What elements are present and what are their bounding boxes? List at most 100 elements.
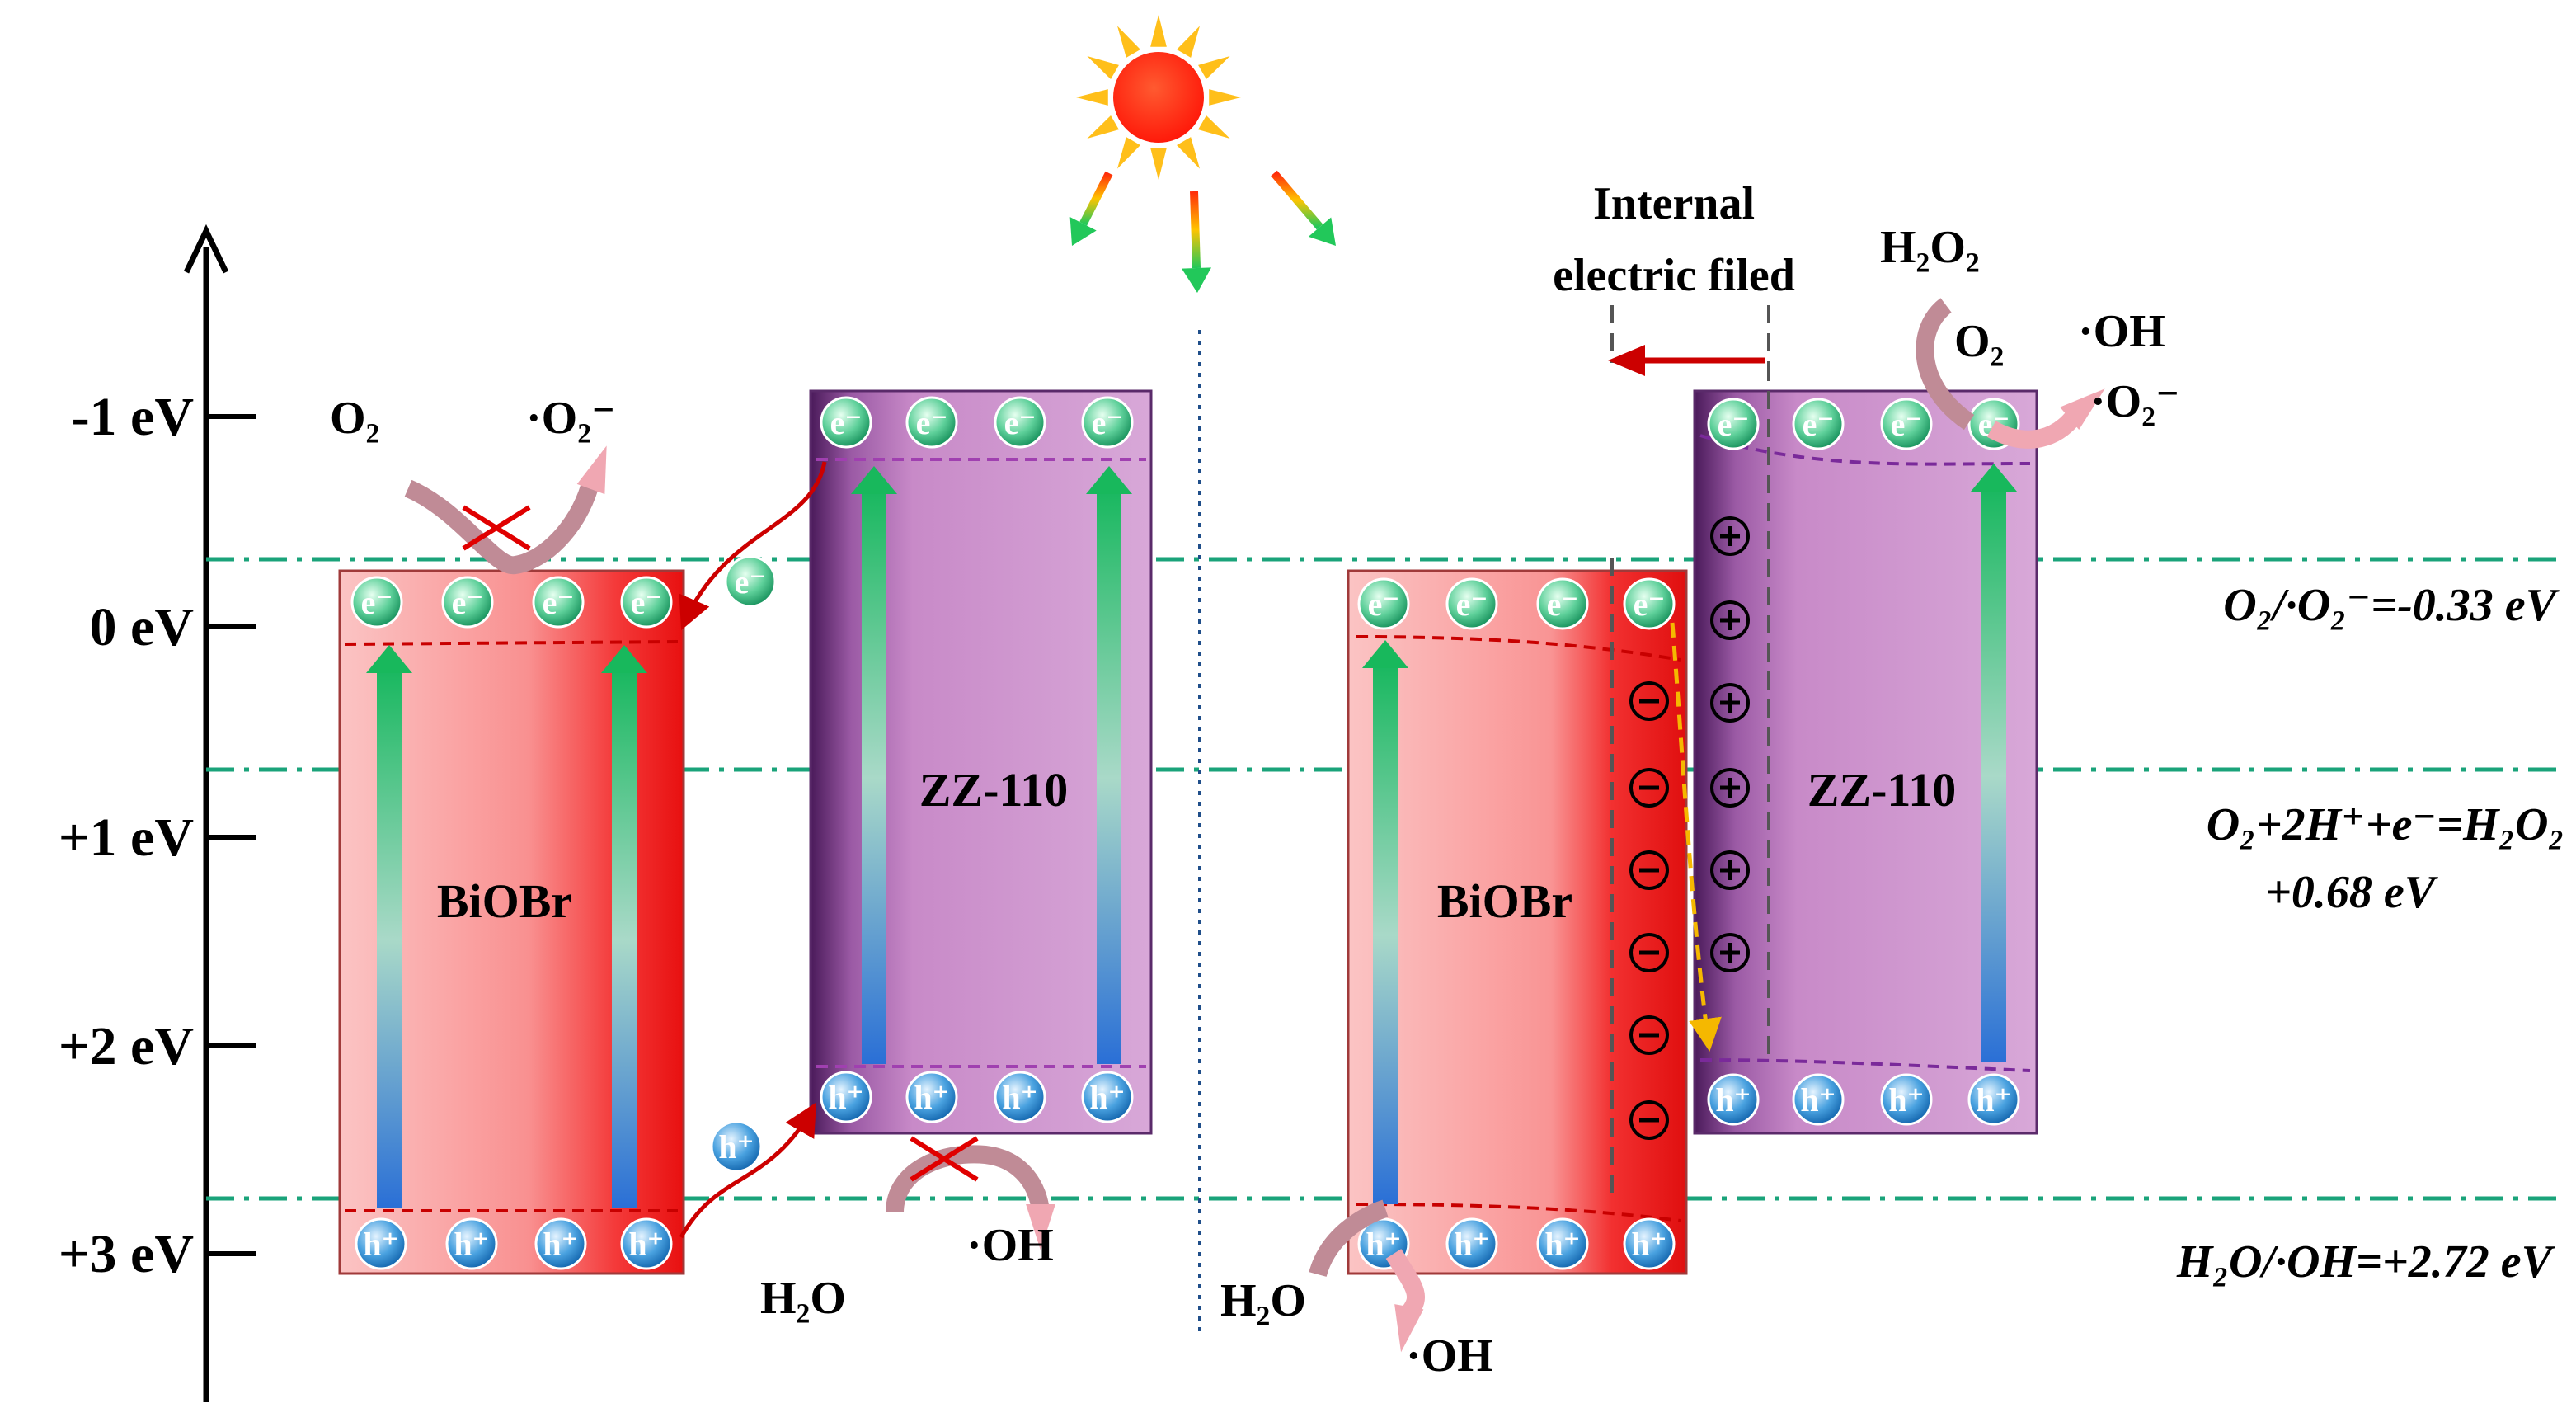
hole-circle	[620, 1217, 673, 1270]
biobr-right-label: BiOBr	[1437, 874, 1572, 928]
zz110-right-vb-line	[1699, 1058, 2031, 1072]
potential-o2-label: O₂/·O₂⁻=-0.33 eV	[2223, 580, 2560, 631]
hole-label: h⁺	[1888, 1081, 1924, 1118]
hole-label: h⁺	[1089, 1079, 1125, 1116]
electron-label: e⁻	[1803, 406, 1835, 443]
arrowhead	[576, 445, 607, 495]
labels: BiOBrZZ-110O₂·O₂⁻H₂O·OHBiOBrZZ-110Intern…	[330, 178, 2564, 1382]
sun-ray	[1177, 26, 1200, 58]
hole-icon: h⁺	[1707, 1073, 1760, 1126]
sun-ray	[1209, 89, 1241, 106]
electron-label: e⁻	[1004, 404, 1037, 441]
h2o-label-left: H₂O	[760, 1273, 846, 1324]
electron-icon: e⁻	[1536, 577, 1589, 630]
negative-charge-icon	[1629, 1015, 1669, 1055]
electron-icon: e⁻	[1707, 398, 1760, 450]
axis-tick-label: +2 eV	[59, 1016, 194, 1076]
hole-circle	[1445, 1217, 1498, 1270]
field-label-line1: Internal	[1593, 178, 1755, 229]
charge-ring	[1629, 850, 1669, 890]
hole-circle	[1081, 1071, 1134, 1123]
biobr-right-cb-line	[1356, 635, 1681, 662]
axis-arrowhead-icon	[183, 224, 229, 274]
electron-label: e⁻	[1891, 406, 1923, 443]
excitation-arrow-head	[851, 466, 897, 494]
o2-reduction-arrow	[404, 479, 599, 575]
hole-circle	[355, 1217, 407, 1270]
electron-circle	[1880, 398, 1933, 450]
hole-circle	[534, 1217, 587, 1270]
electron-circle	[1623, 577, 1676, 630]
excitation-arrow	[1086, 466, 1132, 1064]
excitation-arrow	[1362, 640, 1408, 1204]
sun-icon	[1069, 15, 1336, 293]
positive-charge-icon	[1710, 683, 1750, 723]
negative-charge-icon	[1629, 850, 1669, 890]
electron-icon: e⁻	[350, 576, 403, 629]
h2o2-label: H₂O₂	[1880, 222, 1980, 273]
electron-circle	[441, 576, 494, 629]
electron-label: e⁻	[735, 563, 767, 600]
electron-circle	[620, 576, 673, 629]
electron-circle	[724, 555, 777, 608]
hole-label: h⁺	[1002, 1079, 1037, 1116]
sun-ray	[1198, 56, 1230, 79]
hole-icon: h⁺	[710, 1120, 763, 1173]
light-ray-icon	[1069, 171, 1113, 246]
hole-circle	[1792, 1073, 1845, 1126]
electron-label: e⁻	[916, 404, 948, 441]
hole-icon: h⁺	[1536, 1217, 1589, 1270]
negative-charge-icon	[1629, 1100, 1669, 1140]
electron-label: e⁻	[1547, 586, 1579, 623]
hole-label: h⁺	[628, 1226, 664, 1263]
charge-ring	[1629, 768, 1669, 808]
excitation-arrow-shaft	[377, 671, 402, 1208]
hole-label: h⁺	[914, 1079, 949, 1116]
excitation-arrow-shaft	[1373, 666, 1398, 1204]
positive-charge-icon	[1710, 516, 1750, 556]
electron-icon: e⁻	[1792, 398, 1845, 450]
axis-tick-label: 0 eV	[90, 597, 194, 657]
charge-ring	[1710, 933, 1750, 972]
potential-h2o2-label-line1: O₂+2H⁺+e⁻=H₂O₂	[2207, 799, 2564, 850]
biobr-right-vb-line	[1356, 1203, 1681, 1222]
biobr-left-label: BiOBr	[437, 874, 572, 928]
excitation-arrow-shaft	[862, 492, 886, 1064]
charge-ring	[1710, 768, 1750, 808]
zz110-right-cb-line	[1699, 434, 2031, 466]
charge-ring	[1710, 600, 1750, 640]
electron-label: e⁻	[1456, 586, 1488, 623]
hole-label: h⁺	[1631, 1226, 1666, 1263]
axis-tick-label: +1 eV	[59, 808, 194, 868]
electron-circle	[1081, 396, 1134, 449]
blocked-cross-icon	[910, 1136, 979, 1182]
charge-ring	[1629, 1015, 1669, 1055]
axis-tick-label: +3 eV	[59, 1224, 194, 1284]
hole-icon: h⁺	[1445, 1217, 1498, 1270]
excitation-arrow-head	[1362, 640, 1408, 668]
internal-field-arrowhead-icon	[1608, 345, 1645, 376]
zz110-right-panel	[1693, 389, 2038, 1135]
hole-circle	[994, 1071, 1046, 1123]
electron-icon: e⁻	[724, 555, 777, 608]
light-ray-icon	[1182, 191, 1212, 293]
hole-circle	[1623, 1217, 1676, 1270]
electron-label: e⁻	[1634, 586, 1666, 623]
arrowhead	[1026, 1204, 1055, 1250]
superoxide-label-left: ·O₂⁻	[526, 393, 616, 444]
electron-icon: e⁻	[994, 396, 1046, 449]
zz110-right-label: ZZ-110	[1807, 763, 1957, 817]
hole-circle	[820, 1071, 872, 1123]
charge-ring	[1629, 681, 1669, 721]
potential-oh-label: H₂O/·OH=+2.72 eV	[2176, 1236, 2556, 1288]
excitation-arrow-shaft	[612, 671, 637, 1208]
o2-to-superoxide-arrow	[1986, 410, 2081, 449]
electron-label: e⁻	[631, 584, 663, 621]
positive-charge-icon	[1710, 768, 1750, 808]
electron-label: e⁻	[830, 404, 863, 441]
excitation-arrow	[851, 466, 897, 1064]
electron-circle	[1357, 577, 1410, 630]
electron-circle	[532, 576, 585, 629]
hole-circle	[710, 1120, 763, 1173]
